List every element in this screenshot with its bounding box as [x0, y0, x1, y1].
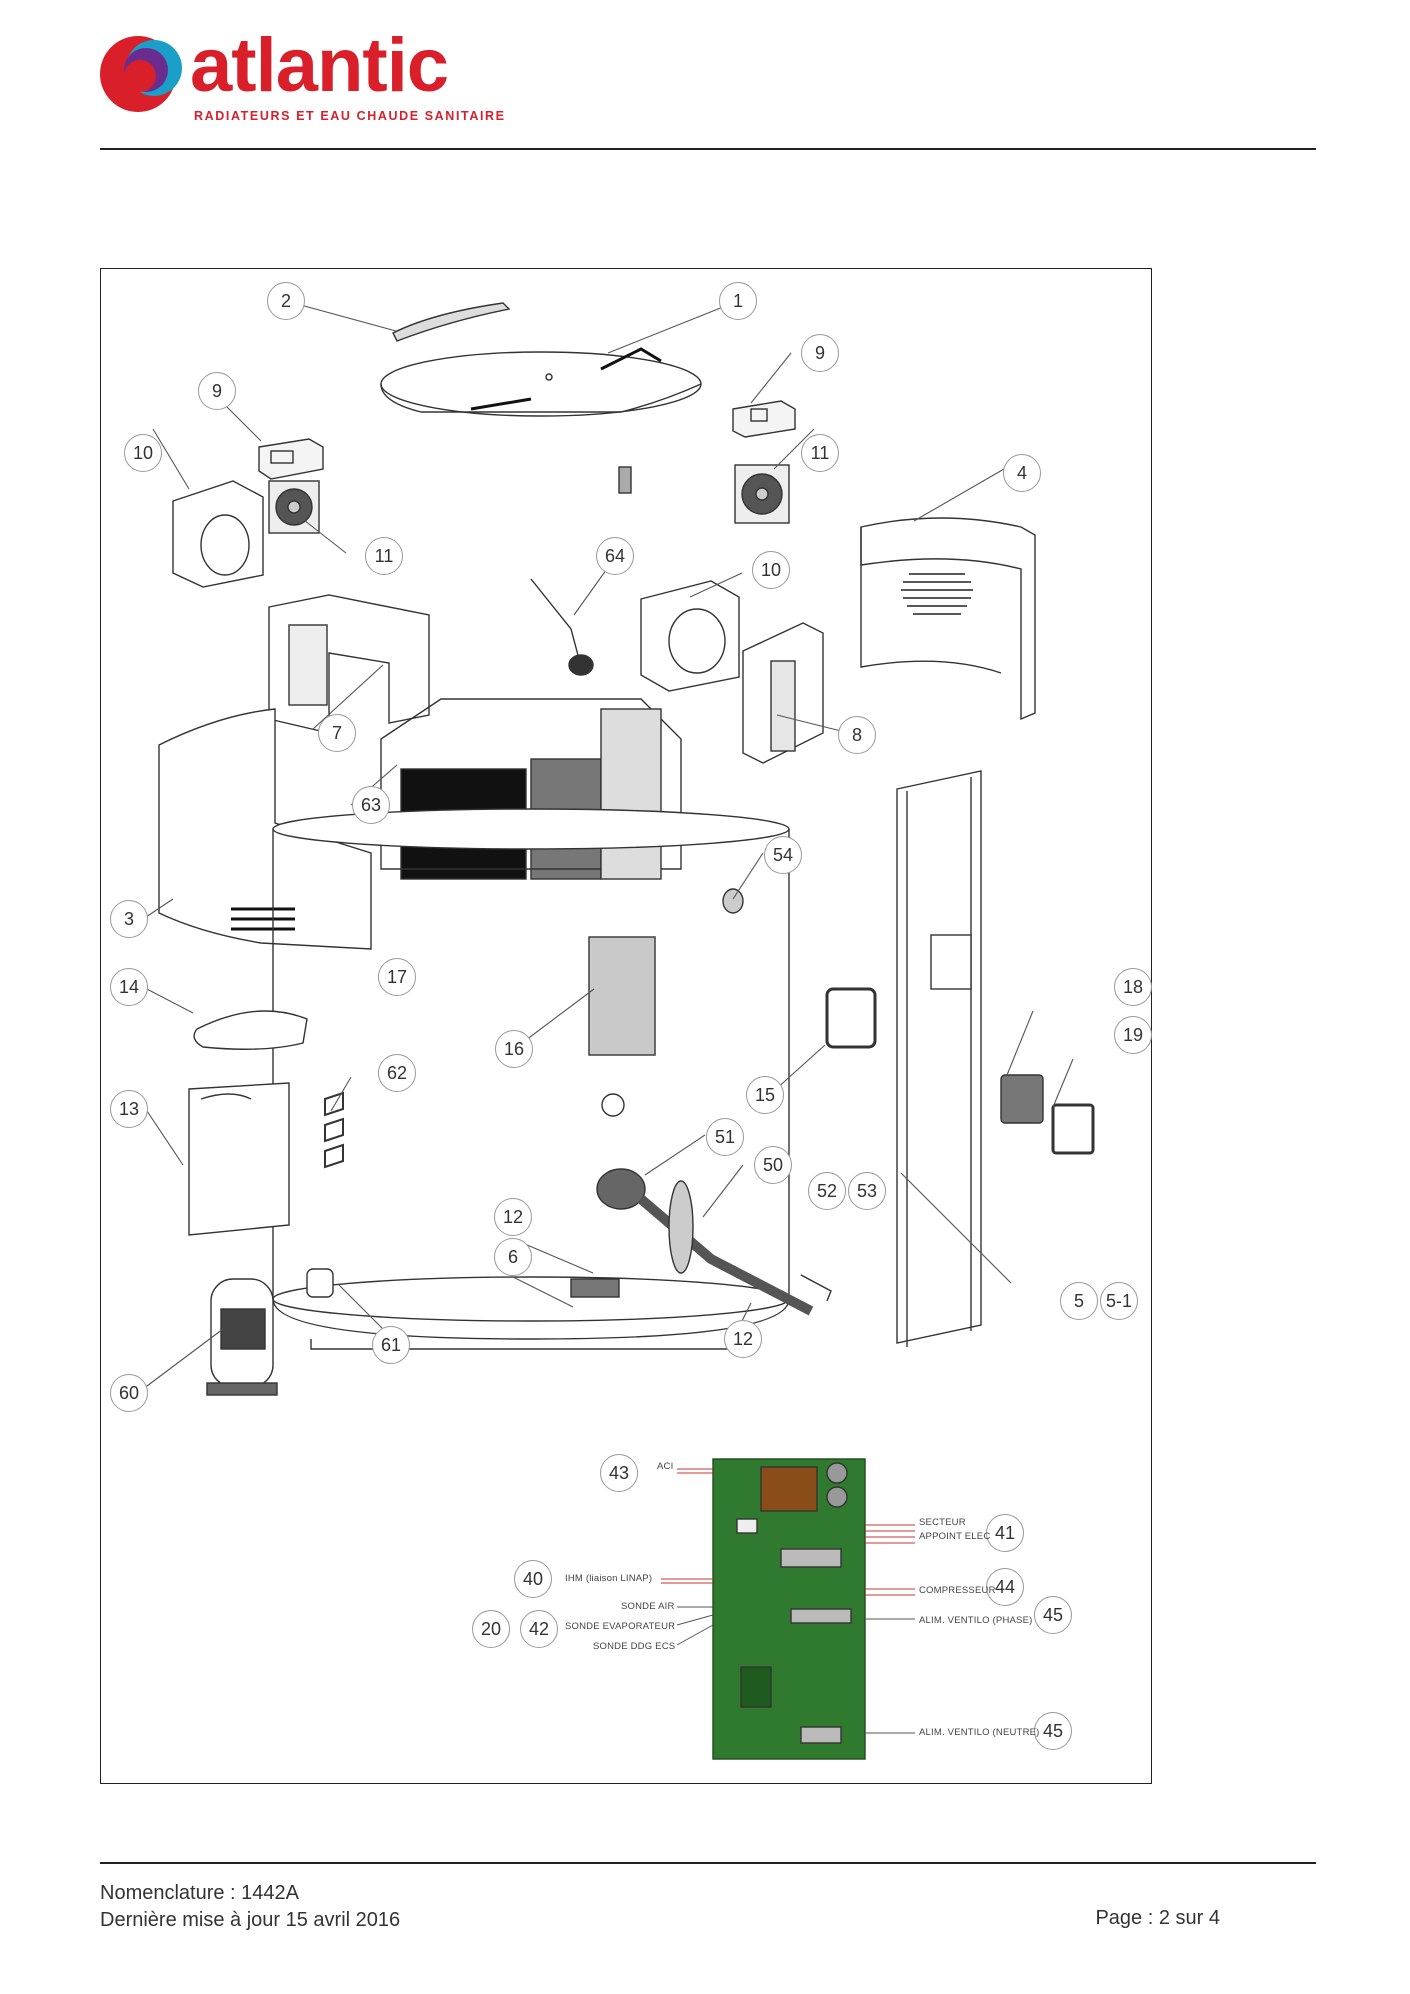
last-update-text: Dernière mise à jour 15 avril 2016: [100, 1909, 401, 1931]
callout-4: 4: [1003, 454, 1041, 492]
logo-mark-icon: [100, 36, 182, 112]
control-board-part: [588, 936, 656, 1056]
top-cover-part: [380, 347, 702, 417]
callout-6: 6: [494, 1238, 532, 1276]
brand-tagline: RADIATEURS ET EAU CHAUDE SANITAIRE: [194, 109, 506, 123]
exploded-view-frame: 2 1 9 9 10 11 4 11 64 10 7 8 63 54 3 17 …: [100, 268, 1152, 1784]
display-frame-part: [825, 987, 877, 1049]
compressor-housing-part: [188, 1082, 290, 1236]
display-bezel-part: [1051, 1103, 1095, 1155]
trim-strip-part: [392, 302, 511, 342]
callout-10-right: 10: [752, 551, 790, 589]
clip-left-part: [258, 438, 324, 480]
callout-64: 62: [378, 1054, 416, 1092]
right-shell-part: [860, 517, 1036, 721]
callout-2: 2: [267, 282, 305, 320]
callout-18: 18: [1114, 968, 1152, 1006]
header-rule: [100, 148, 1316, 150]
callout-63: 64: [596, 537, 634, 575]
callout-15: 15: [746, 1076, 784, 1114]
callout-42: 42: [520, 1610, 558, 1648]
callout-54: 54: [764, 836, 802, 874]
duct-right-part: [640, 580, 740, 692]
pcb-label-alim-ventilo-neutre: ALIM. VENTILO (NEUTRE): [919, 1727, 1040, 1738]
pcb-label-alim-ventilo-phase: ALIM. VENTILO (PHASE): [919, 1615, 1033, 1626]
fan-left-part: [268, 480, 320, 534]
callout-45-lower: 45: [1034, 1712, 1072, 1750]
left-bracket-part: [268, 594, 430, 734]
fan-right-part: [734, 464, 790, 524]
callout-1: 1: [719, 282, 757, 320]
pcb-label-sonde-evaporateur: SONDE EVAPORATEUR: [565, 1621, 676, 1632]
callout-10-left: 10: [124, 434, 162, 472]
pcb-board-part: [712, 1458, 866, 1760]
callout-41: 41: [986, 1514, 1024, 1552]
sensor-cable-part: [530, 578, 580, 660]
callout-9-right: 9: [801, 334, 839, 372]
page-number: Page : 2 sur 4: [1095, 1907, 1220, 1929]
pcb-label-aci: ACI: [657, 1461, 674, 1472]
compressor-part: [206, 1278, 278, 1396]
callout-5: 5: [1060, 1282, 1098, 1320]
nomenclature-text: Nomenclature : 1442A: [100, 1882, 300, 1904]
callout-14: 14: [110, 968, 148, 1006]
exploded-view-drawing: [142, 300, 1095, 1760]
callout-62: 63: [352, 786, 390, 824]
pcb-label-appoint-elec: APPOINT ELEC: [919, 1531, 991, 1542]
pcb-label-ihm: IHM (liaison LINAP): [565, 1573, 653, 1584]
callout-45-upper: 45: [1034, 1596, 1072, 1634]
callout-60: 60: [110, 1374, 148, 1412]
brand-name: atlantic: [190, 23, 449, 108]
callout-7: 7: [318, 714, 356, 752]
footer-meta: Nomenclature : 1442A Dernière mise à jou…: [100, 1880, 400, 1934]
left-shell-part: [158, 708, 372, 950]
callout-17: 17: [378, 958, 416, 996]
callout-11-left: 11: [365, 537, 403, 575]
front-column-part: [896, 770, 982, 1347]
callout-50: 50: [754, 1146, 792, 1184]
callout-53: 53: [848, 1172, 886, 1210]
callout-13: 13: [110, 1090, 148, 1128]
duct-left-part: [172, 480, 264, 588]
callout-16: 16: [495, 1030, 533, 1068]
callout-19: 19: [1114, 1016, 1152, 1054]
callout-8: 8: [838, 716, 876, 754]
callout-12-upper: 12: [494, 1198, 532, 1236]
heating-element-part: [570, 1168, 832, 1316]
callout-43: 43: [600, 1454, 638, 1492]
right-bracket-part: [742, 622, 824, 764]
footer-rule: [100, 1862, 1316, 1864]
callout-20: 20: [472, 1610, 510, 1648]
callout-3: 3: [110, 900, 148, 938]
callout-40: 40: [514, 1560, 552, 1598]
callout-11-right: 11: [801, 434, 839, 472]
valve-part: [618, 466, 632, 494]
callout-51: 51: [706, 1118, 744, 1156]
pcb-label-compresseur: COMPRESSEUR: [919, 1585, 996, 1596]
callout-9-left: 9: [198, 372, 236, 410]
callout-52: 52: [808, 1172, 846, 1210]
pcb-label-sonde-ddg-ecs: SONDE DDG ECS: [593, 1641, 676, 1652]
pcb-label-secteur: SECTEUR: [919, 1517, 966, 1528]
compressor-lid-part: [193, 1010, 308, 1050]
atlantic-logo: atlantic RADIATEURS ET EAU CHAUDE SANITA…: [98, 28, 518, 128]
callout-61: 61: [372, 1326, 410, 1364]
callout-5-1: 5-1: [1100, 1282, 1138, 1320]
clip-right-part: [732, 400, 796, 438]
display-module-part: [1000, 1074, 1044, 1124]
callout-44: 44: [986, 1568, 1024, 1606]
plug-part: [722, 888, 744, 914]
pcb-label-sonde-air: SONDE AIR: [621, 1601, 675, 1612]
capacitor-part: [306, 1268, 334, 1298]
clip-bracket-part: [324, 1091, 344, 1169]
sensor-probe-part: [568, 654, 594, 676]
heat-pump-assembly-part: [380, 698, 682, 880]
callout-12-lower: 12: [724, 1320, 762, 1358]
